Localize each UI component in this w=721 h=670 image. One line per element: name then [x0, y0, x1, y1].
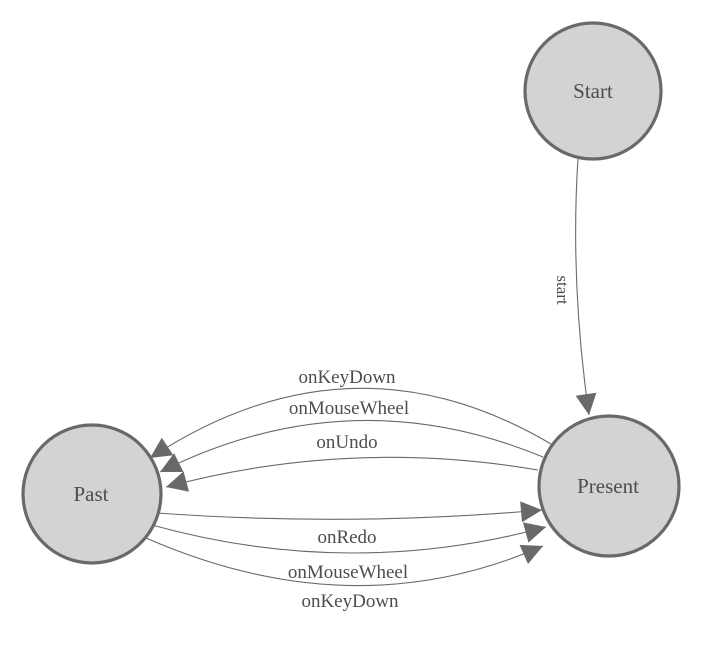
edge-past-to-present-onkeydown [145, 537, 544, 587]
edge-label-onmousewheel-top: onMouseWheel [289, 398, 409, 419]
edge-start-to-present [575, 157, 597, 416]
edge-label-onredo: onRedo [317, 527, 376, 548]
edge-present-to-past-onkeydown [149, 387, 552, 459]
edge-present-to-past-onundo [165, 456, 539, 492]
edges-layer [145, 157, 597, 587]
edge-past-to-present-onmousewheel [151, 522, 547, 554]
edge-label-onkeydown-bottom: onKeyDown [301, 591, 399, 612]
edge-label-onundo: onUndo [316, 432, 377, 453]
edge-label-onkeydown-top: onKeyDown [298, 367, 396, 388]
node-start-label: Start [573, 79, 613, 103]
edge-present-to-past-onmousewheel [159, 419, 544, 473]
edge-past-to-present-onredo [156, 501, 543, 523]
node-present-label: Present [577, 474, 639, 498]
node-start-circle[interactable] [523, 21, 663, 161]
node-past-circle[interactable] [21, 423, 163, 565]
node-past-label: Past [73, 482, 108, 506]
nodes-layer: Start Present Past [21, 21, 681, 565]
node-present[interactable]: Present [537, 414, 681, 558]
edge-label-start: start [553, 275, 572, 305]
edge-label-onmousewheel-bottom: onMouseWheel [288, 562, 408, 583]
node-start[interactable]: Start [523, 21, 663, 161]
edge-labels-layer: start onKeyDown onMouseWheel onUndo onRe… [288, 275, 572, 612]
node-present-circle[interactable] [537, 414, 681, 558]
node-past[interactable]: Past [21, 423, 163, 565]
